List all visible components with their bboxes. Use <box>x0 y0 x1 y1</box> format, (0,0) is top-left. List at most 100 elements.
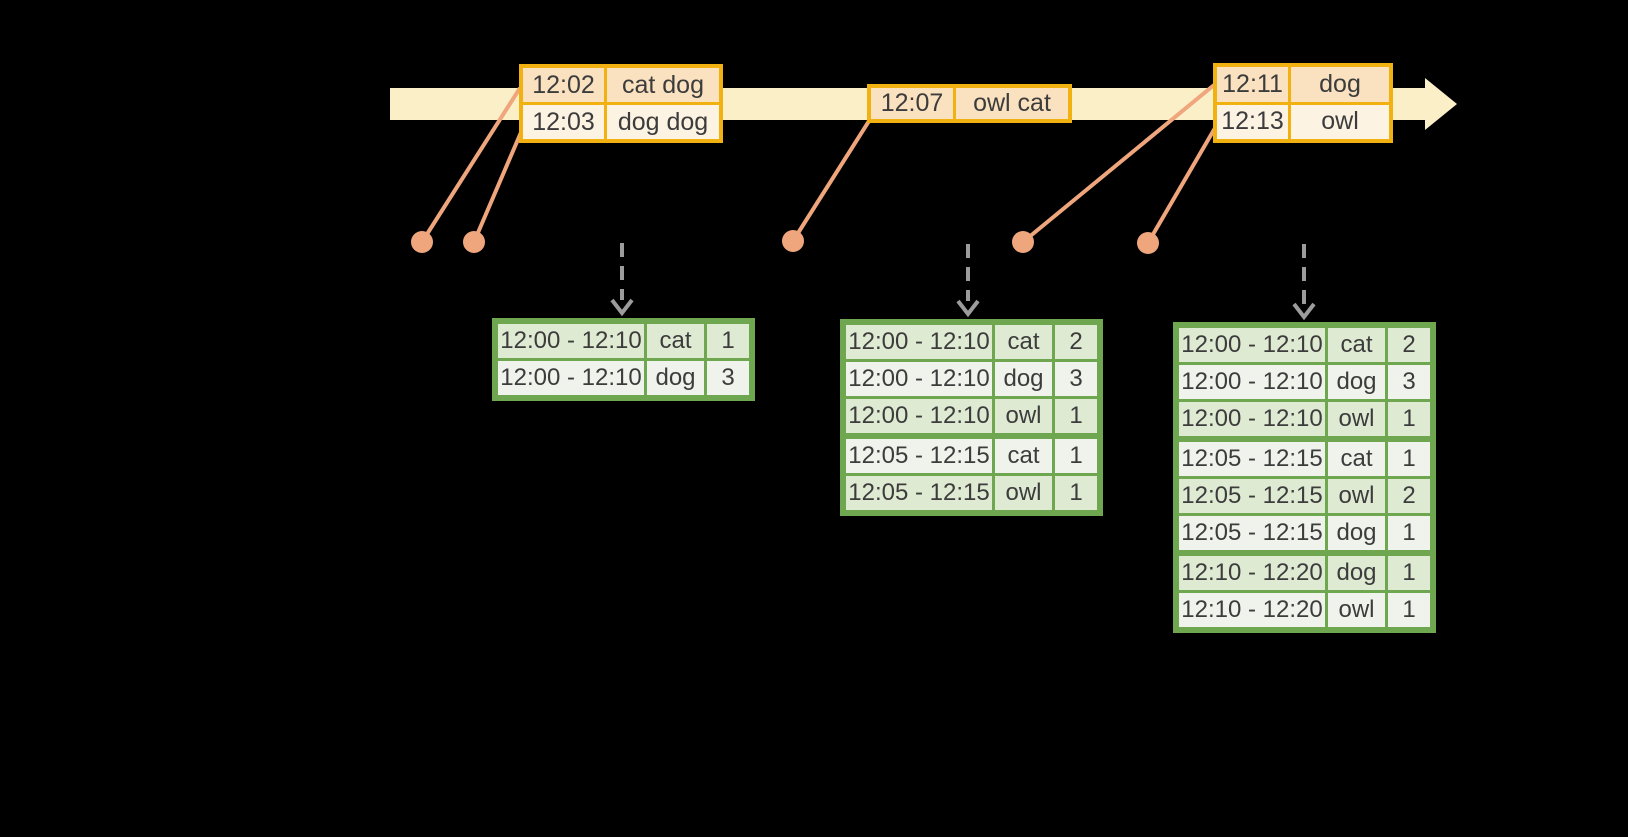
count-cell: 3 <box>707 361 749 395</box>
count-cell: 2 <box>1388 328 1430 362</box>
window-cell: 12:00 - 12:10 <box>498 324 644 358</box>
word-cell: dog <box>1328 365 1385 399</box>
word-cell: dog <box>1328 556 1385 590</box>
trigger-arrowhead-icon <box>1292 302 1316 321</box>
event-marker-dot <box>1137 232 1159 254</box>
count-cell: 1 <box>1388 556 1430 590</box>
result-row: 12:00 - 12:10 cat 2 <box>1179 328 1430 362</box>
word-cell: cat <box>995 439 1052 473</box>
count-cell: 2 <box>1055 325 1097 359</box>
count-cell: 1 <box>707 324 749 358</box>
word-cell: dog <box>995 362 1052 396</box>
window-cell: 12:00 - 12:10 <box>1179 402 1325 436</box>
word-cell: owl <box>995 399 1052 433</box>
window-cell: 12:10 - 12:20 <box>1179 556 1325 590</box>
event-row: 12:13 owl <box>1217 104 1389 139</box>
event-row: 12:03 dog dog <box>523 105 719 139</box>
window-cell: 12:00 - 12:10 <box>1179 328 1325 362</box>
window-group: 12:00 - 12:10 cat 2 12:00 - 12:10 dog 3 … <box>1179 328 1430 436</box>
window-cell: 12:05 - 12:15 <box>1179 479 1325 513</box>
word-cell: dog <box>1328 516 1385 550</box>
event-words-cell: owl cat <box>956 88 1068 119</box>
window-group: 12:10 - 12:20 dog 1 12:10 - 12:20 owl 1 <box>1179 556 1430 627</box>
result-row: 12:05 - 12:15 cat 1 <box>846 439 1097 473</box>
event-time-cell: 12:13 <box>1217 104 1288 139</box>
word-cell: owl <box>1328 402 1385 436</box>
event-marker-dots <box>411 230 1159 254</box>
count-cell: 1 <box>1388 402 1430 436</box>
window-group: 12:05 - 12:15 cat 1 12:05 - 12:15 owl 2 … <box>1179 442 1430 550</box>
event-time-cell: 12:02 <box>523 68 604 102</box>
event-connector-lines <box>420 83 1217 245</box>
event-connector-line <box>791 119 871 243</box>
event-words-cell: owl <box>1291 104 1389 139</box>
word-cell: cat <box>1328 442 1385 476</box>
count-cell: 3 <box>1055 362 1097 396</box>
event-time-cell: 12:03 <box>523 105 604 139</box>
event-row: 12:02 cat dog <box>523 68 719 102</box>
word-cell: cat <box>647 324 704 358</box>
result-table-3: 12:00 - 12:10 cat 2 12:00 - 12:10 dog 3 … <box>1173 322 1436 633</box>
word-cell: owl <box>1328 593 1385 627</box>
window-cell: 12:10 - 12:20 <box>1179 593 1325 627</box>
word-cell: cat <box>1328 328 1385 362</box>
trigger-arrows <box>610 243 1316 321</box>
result-row: 12:05 - 12:15 dog 1 <box>1179 516 1430 550</box>
result-row: 12:00 - 12:10 cat 1 <box>498 324 749 358</box>
result-row: 12:10 - 12:20 owl 1 <box>1179 593 1430 627</box>
event-time-cell: 12:11 <box>1217 67 1288 102</box>
window-group: 12:00 - 12:10 cat 1 12:00 - 12:10 dog 3 <box>498 324 749 395</box>
window-cell: 12:00 - 12:10 <box>846 362 992 396</box>
window-cell: 12:00 - 12:10 <box>846 325 992 359</box>
event-connector-line <box>420 86 522 244</box>
result-table-1: 12:00 - 12:10 cat 1 12:00 - 12:10 dog 3 <box>492 318 755 401</box>
window-cell: 12:05 - 12:15 <box>846 476 992 510</box>
window-cell: 12:00 - 12:10 <box>498 361 644 395</box>
window-group: 12:00 - 12:10 cat 2 12:00 - 12:10 dog 3 … <box>846 325 1097 433</box>
window-cell: 12:05 - 12:15 <box>846 439 992 473</box>
event-table-1: 12:02 cat dog 12:03 dog dog <box>519 64 723 143</box>
event-marker-dot <box>782 230 804 252</box>
event-table-2: 12:07 owl cat <box>867 84 1072 123</box>
event-words-cell: cat dog <box>607 68 719 102</box>
count-cell: 1 <box>1388 516 1430 550</box>
count-cell: 1 <box>1388 442 1430 476</box>
trigger-arrowhead-icon <box>956 299 980 318</box>
result-row: 12:10 - 12:20 dog 1 <box>1179 556 1430 590</box>
window-cell: 12:00 - 12:10 <box>846 399 992 433</box>
event-marker-dot <box>463 231 485 253</box>
window-cell: 12:05 - 12:15 <box>1179 442 1325 476</box>
result-row: 12:00 - 12:10 dog 3 <box>1179 365 1430 399</box>
event-time-cell: 12:07 <box>871 88 953 119</box>
count-cell: 1 <box>1388 593 1430 627</box>
result-table-2: 12:00 - 12:10 cat 2 12:00 - 12:10 dog 3 … <box>840 319 1103 516</box>
count-cell: 2 <box>1388 479 1430 513</box>
event-connector-line <box>1021 83 1216 244</box>
result-row: 12:05 - 12:15 cat 1 <box>1179 442 1430 476</box>
event-connector-line <box>1146 126 1217 245</box>
window-group: 12:05 - 12:15 cat 1 12:05 - 12:15 owl 1 <box>846 439 1097 510</box>
word-cell: owl <box>995 476 1052 510</box>
timeline-arrowhead-icon <box>1425 78 1457 130</box>
result-row: 12:00 - 12:10 owl 1 <box>1179 402 1430 436</box>
result-row: 12:00 - 12:10 dog 3 <box>846 362 1097 396</box>
word-cell: dog <box>647 361 704 395</box>
event-marker-dot <box>411 231 433 253</box>
count-cell: 1 <box>1055 399 1097 433</box>
window-cell: 12:05 - 12:15 <box>1179 516 1325 550</box>
count-cell: 1 <box>1055 476 1097 510</box>
count-cell: 1 <box>1055 439 1097 473</box>
event-connector-line <box>472 129 524 243</box>
result-row: 12:00 - 12:10 cat 2 <box>846 325 1097 359</box>
word-cell: cat <box>995 325 1052 359</box>
result-row: 12:05 - 12:15 owl 1 <box>846 476 1097 510</box>
event-words-cell: dog <box>1291 67 1389 102</box>
event-table-3: 12:11 dog 12:13 owl <box>1213 63 1393 143</box>
event-words-cell: dog dog <box>607 105 719 139</box>
event-row: 12:07 owl cat <box>871 88 1068 119</box>
trigger-arrowhead-icon <box>610 298 634 317</box>
count-cell: 3 <box>1388 365 1430 399</box>
event-marker-dot <box>1012 231 1034 253</box>
event-row: 12:11 dog <box>1217 67 1389 102</box>
